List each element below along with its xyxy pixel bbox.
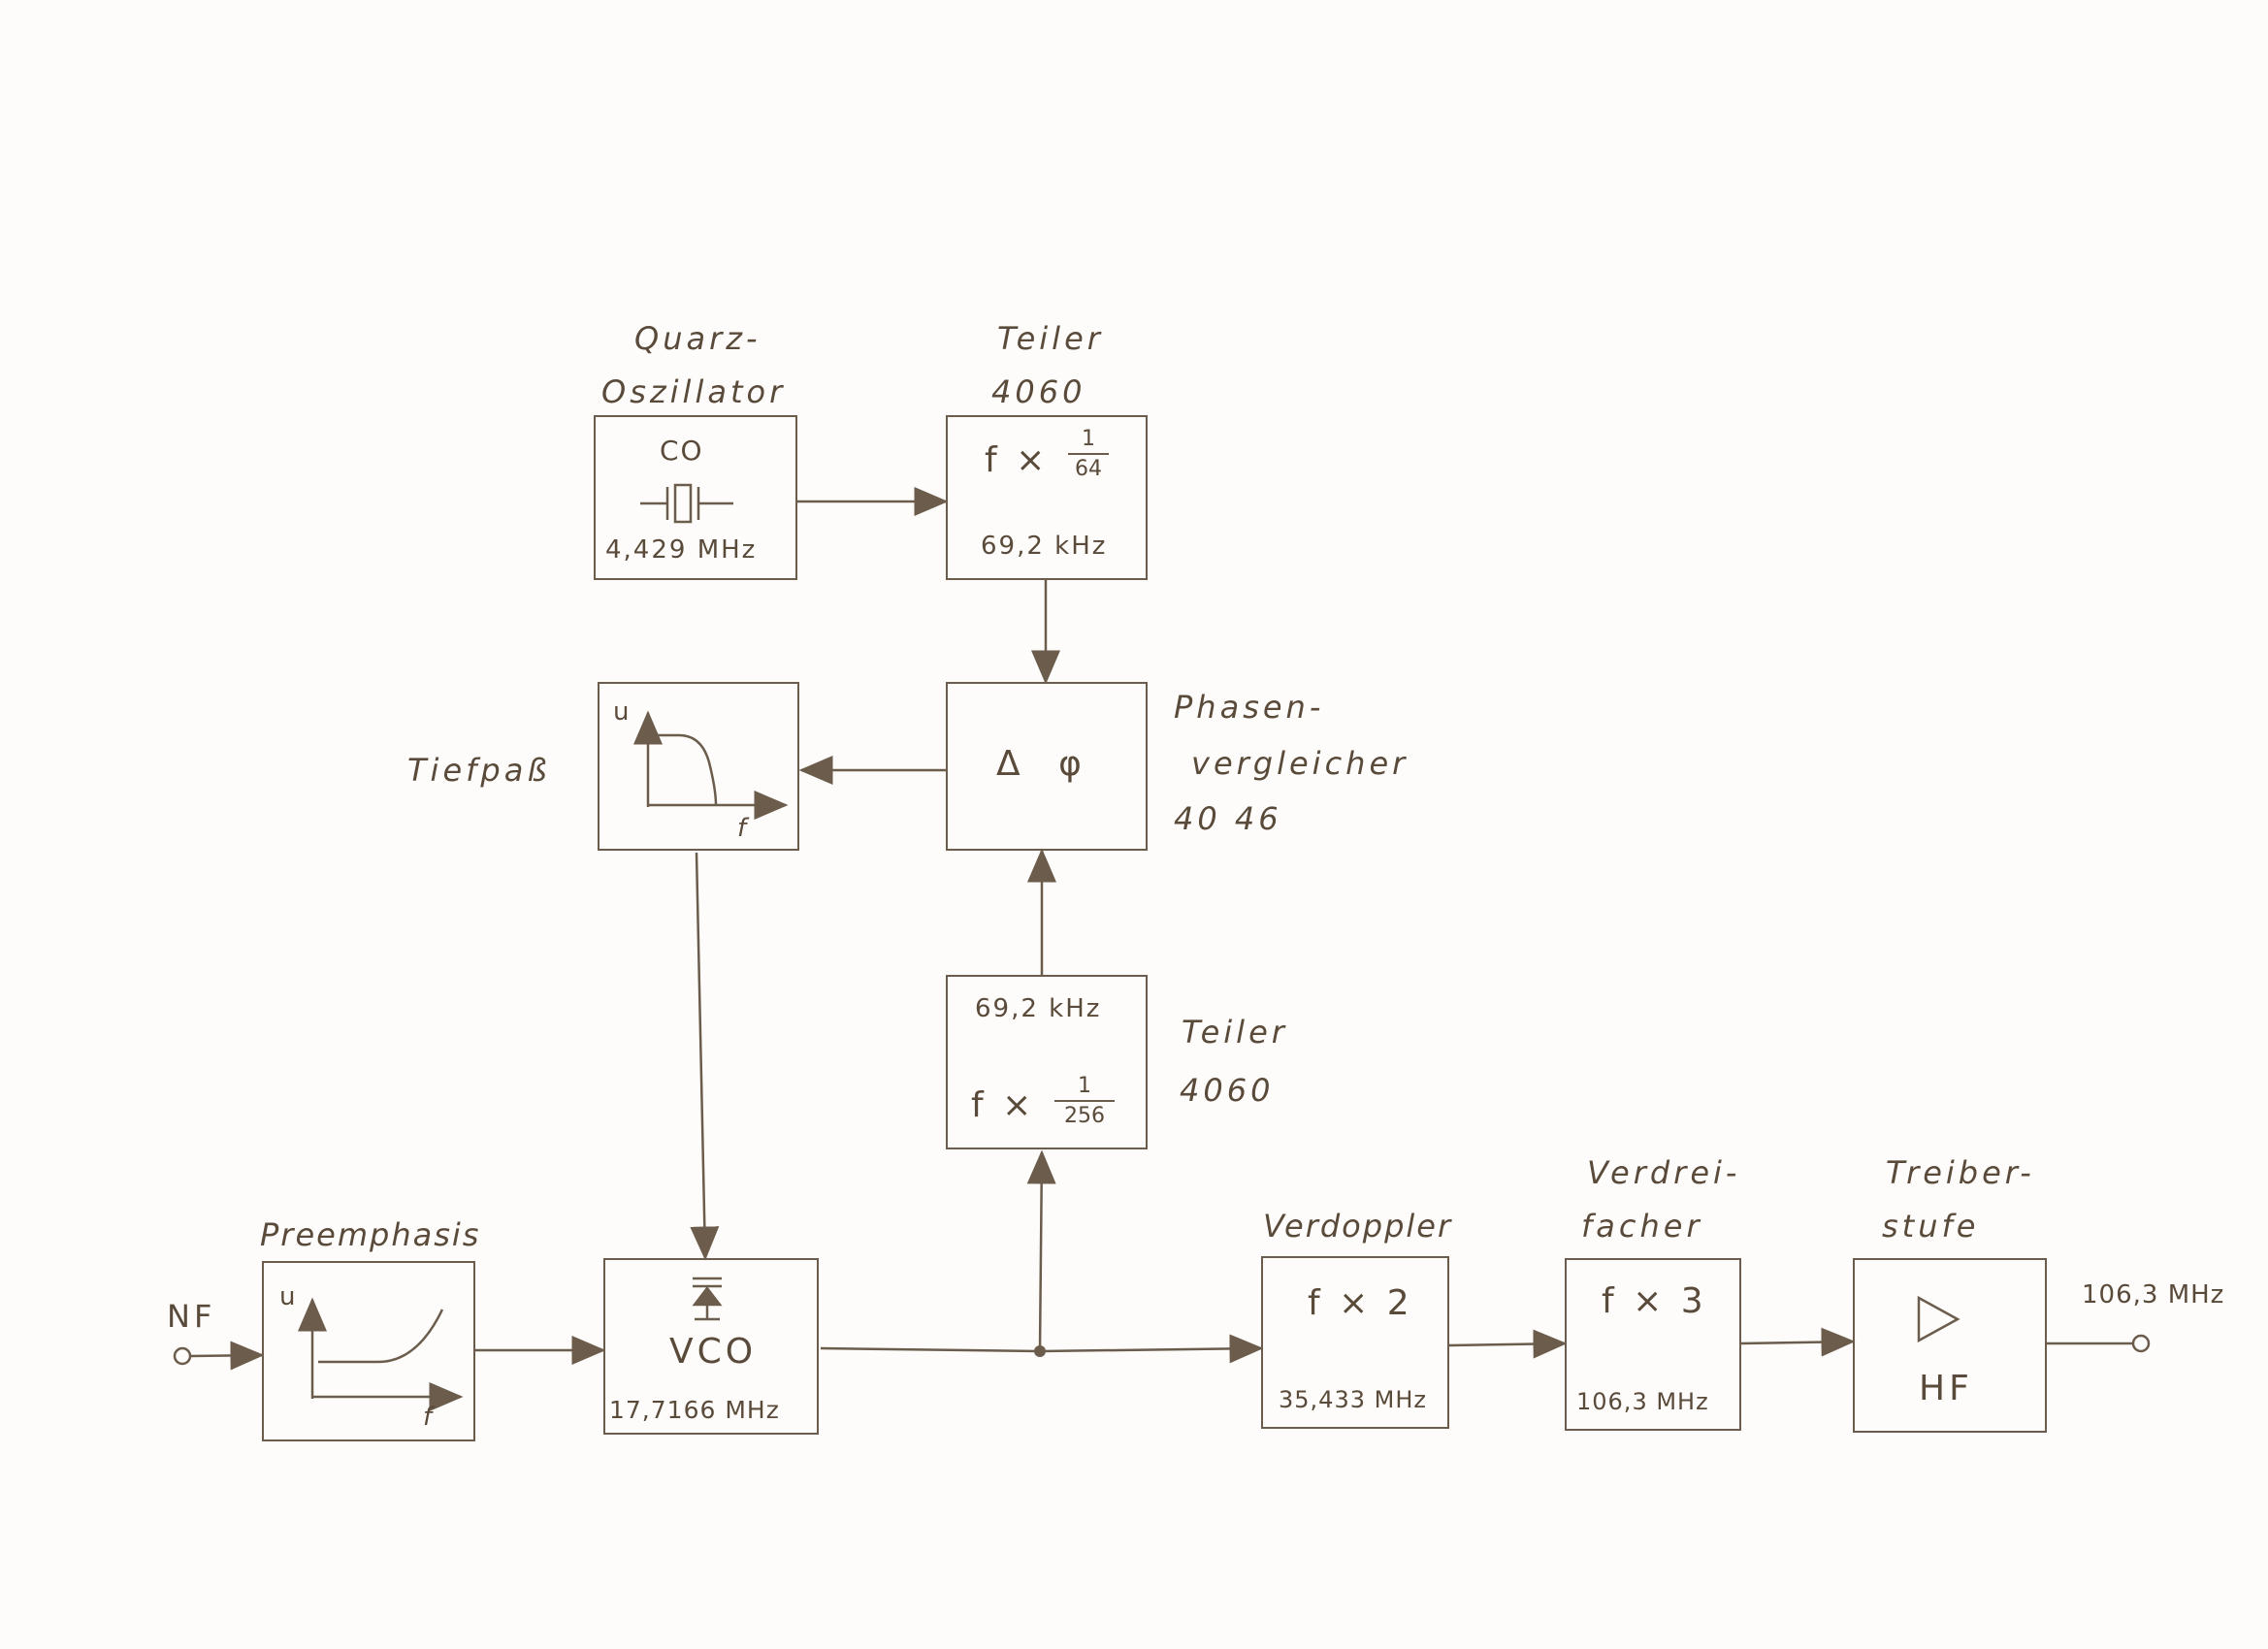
wire-junction-verdoppler <box>1039 1334 1264 1364</box>
phase-title-3: 40 46 <box>1174 800 1282 837</box>
teiler2-op: f × <box>971 1085 1036 1125</box>
phase-comparator-block: Δ φ <box>946 682 1148 851</box>
quarz-title-2: Oszillator <box>601 373 787 410</box>
teiler1-title-2: 4060 <box>991 373 1086 410</box>
wire-verdoppler-verdreifacher <box>1448 1329 1568 1359</box>
tiefpass-block: u f <box>598 682 799 851</box>
quarz-oscillator-block: CO 4,429 MHz <box>594 415 797 580</box>
wire-verdreifacher-treiber <box>1740 1327 1856 1357</box>
preemphasis-axis-f: f <box>423 1403 435 1432</box>
verdoppler-block: f × 2 35,433 MHz <box>1261 1256 1449 1429</box>
input-label: NF <box>167 1298 216 1335</box>
verdreifacher-op: f × 3 <box>1602 1281 1707 1321</box>
preemphasis-axis-u: u <box>279 1282 298 1311</box>
teiler2-block: 69,2 kHz f × 1 256 <box>946 975 1148 1149</box>
amplifier-icon <box>1917 1295 1960 1343</box>
tiefpass-axis-f: f <box>737 814 749 843</box>
teiler2-num: 1 <box>1078 1074 1091 1098</box>
verdoppler-op: f × 2 <box>1308 1283 1413 1323</box>
treiber-symbol: HF <box>1919 1369 1973 1408</box>
teiler2-freq: 69,2 kHz <box>975 994 1102 1023</box>
verdreifacher-block: f × 3 106,3 MHz <box>1565 1258 1741 1431</box>
treiber-block: HF <box>1853 1258 2047 1433</box>
verdreifacher-freq: 106,3 MHz <box>1576 1388 1709 1415</box>
vco-block: VCO 17,7166 MHz <box>603 1258 819 1435</box>
lowpass-curve-icon <box>633 710 789 820</box>
treiber-title-1: Treiber- <box>1886 1154 2035 1191</box>
verdoppler-title: Verdoppler <box>1263 1208 1453 1245</box>
wire-vco-junction <box>820 1346 1041 1353</box>
wire-nf-preemphasis <box>189 1341 265 1371</box>
teiler1-den: 64 <box>1075 457 1102 481</box>
teiler1-num: 1 <box>1082 427 1095 451</box>
verdoppler-freq: 35,433 MHz <box>1279 1386 1427 1413</box>
phase-title-2: vergleicher <box>1191 745 1409 782</box>
crystal-icon <box>640 483 733 524</box>
teiler1-fraction: 1 64 <box>1068 427 1109 481</box>
vco-symbol: VCO <box>669 1332 758 1372</box>
tiefpass-axis-u: u <box>613 697 632 727</box>
tiefpass-title: Tiefpaß <box>407 752 551 789</box>
verdreifacher-title-1: Verdrei- <box>1587 1154 1741 1191</box>
quarz-freq: 4,429 MHz <box>605 535 758 565</box>
preemphasis-curve-icon <box>298 1297 464 1411</box>
quarz-symbol: CO <box>660 435 704 467</box>
teiler2-title-2: 4060 <box>1180 1072 1275 1109</box>
teiler1-title-1: Teiler <box>997 320 1104 357</box>
wire-tiefpass-vco <box>690 852 720 1261</box>
varactor-diode-icon <box>692 1277 723 1321</box>
output-terminal <box>2131 1334 2151 1353</box>
vco-freq: 17,7166 MHz <box>609 1396 780 1424</box>
teiler1-freq: 69,2 kHz <box>981 532 1108 561</box>
treiber-title-2: stufe <box>1882 1208 1980 1245</box>
phase-title-1: Phasen- <box>1174 689 1325 726</box>
preemphasis-block: u f <box>262 1261 475 1441</box>
teiler2-title-1: Teiler <box>1182 1014 1288 1051</box>
teiler2-den: 256 <box>1064 1104 1105 1128</box>
phase-symbol: Δ φ <box>996 744 1095 784</box>
teiler2-fraction: 1 256 <box>1054 1074 1115 1128</box>
teiler1-op: f × <box>985 440 1050 480</box>
preemphasis-title: Preemphasis <box>260 1216 481 1253</box>
quarz-title-1: Quarz- <box>634 320 761 357</box>
output-label: 106,3 MHz <box>2082 1280 2225 1310</box>
input-terminal <box>173 1346 192 1366</box>
teiler1-block: f × 1 64 69,2 kHz <box>946 415 1148 580</box>
verdreifacher-title-2: facher <box>1581 1208 1703 1245</box>
wire-junction-teiler2 <box>1026 1149 1056 1352</box>
junction-dot <box>1034 1345 1046 1357</box>
